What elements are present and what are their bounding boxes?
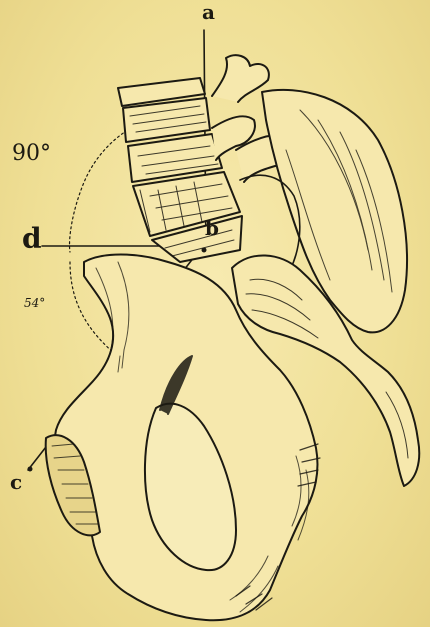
label-a: a [202, 2, 215, 22]
angle-label-54: 54° [24, 297, 45, 309]
angle-label-90: 90° [12, 143, 51, 165]
label-c: c [10, 472, 22, 492]
point-c [28, 467, 33, 472]
point-b [202, 248, 207, 253]
label-d: d [22, 225, 42, 253]
label-b: b [205, 218, 219, 238]
